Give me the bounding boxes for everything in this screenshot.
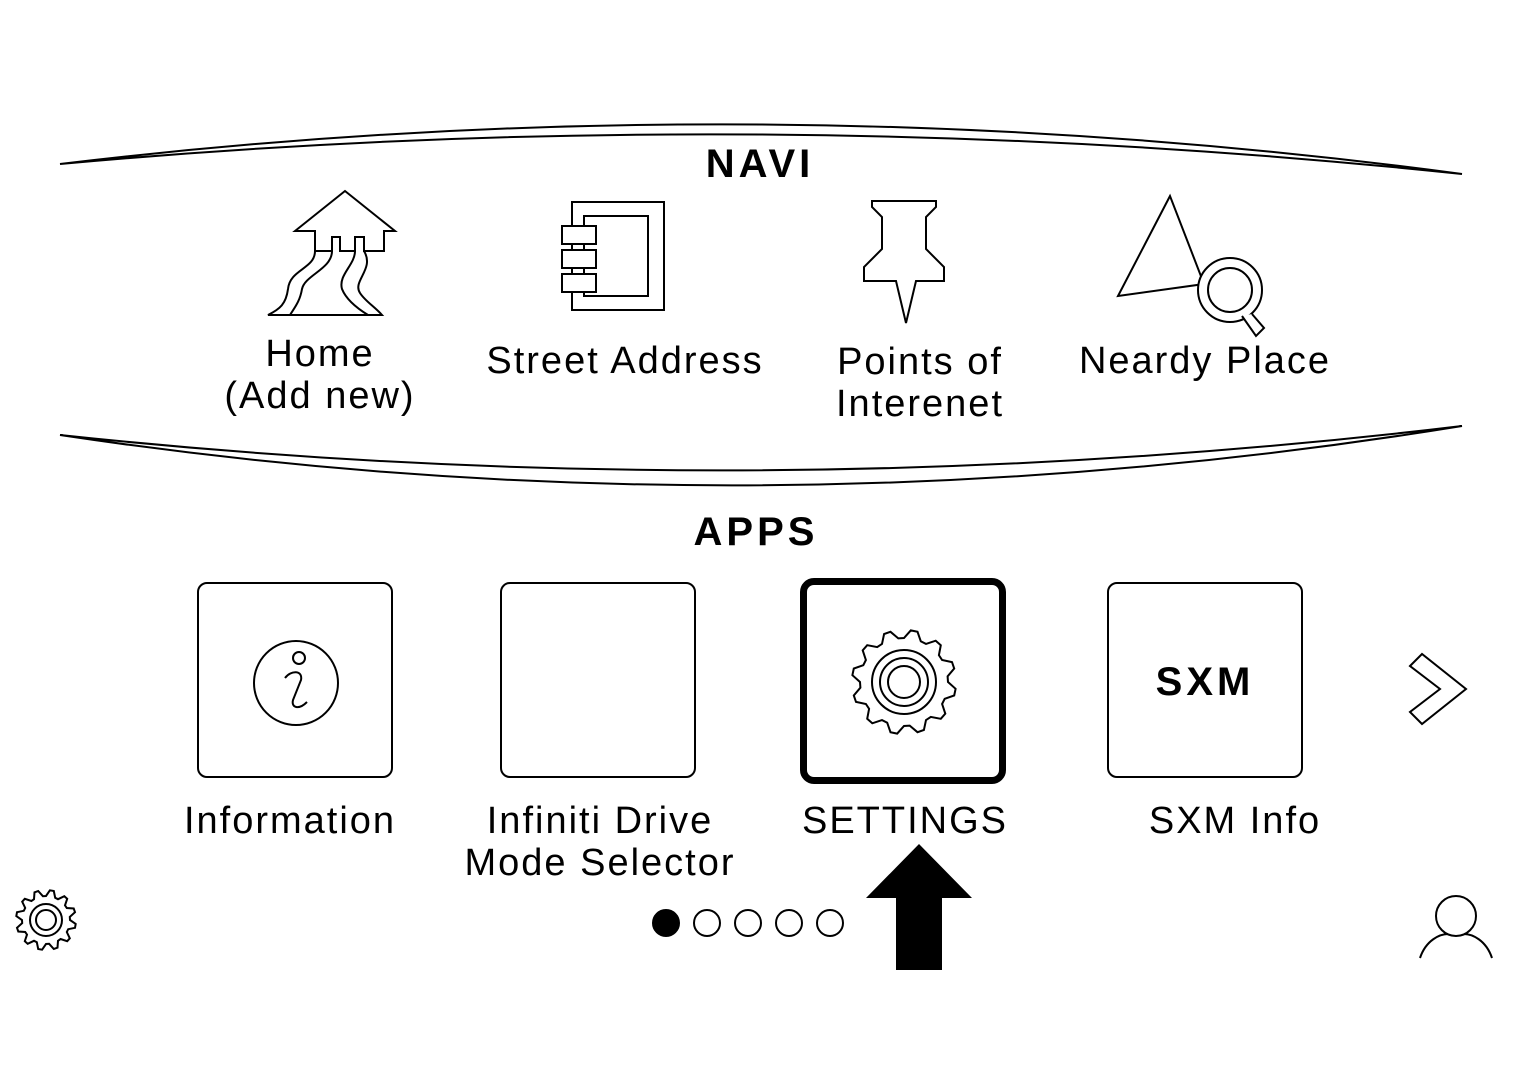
- page-dot-2[interactable]: [693, 909, 721, 937]
- pushpin-icon: [863, 200, 945, 324]
- home-road-icon: [267, 189, 398, 316]
- apps-title: APPS: [693, 510, 819, 554]
- app-tile-sxm-info[interactable]: SXM: [1107, 582, 1303, 778]
- app-label-drive-mode-selector: Infiniti Drive Mode Selector: [464, 800, 736, 884]
- navi-item-street-address-label: Street Address: [486, 340, 764, 382]
- page-dot-1[interactable]: [652, 909, 680, 937]
- navi-item-nearby-place[interactable]: Neardy Place: [1060, 190, 1350, 400]
- navi-item-home[interactable]: Home (Add new): [210, 185, 430, 425]
- navi-frame: [59, 123, 1463, 487]
- navi-item-points-of-interest-label: Points of Interenet: [836, 341, 1004, 425]
- settings-gear-icon[interactable]: [14, 888, 78, 952]
- app-label-settings: SETTINGS: [801, 800, 1009, 842]
- gear-icon: [851, 629, 957, 735]
- navi-item-street-address[interactable]: Street Address: [465, 195, 785, 395]
- navi-item-points-of-interest[interactable]: Points of Interenet: [810, 195, 1030, 435]
- chevron-right-icon[interactable]: [1408, 652, 1468, 726]
- navi-item-nearby-place-label: Neardy Place: [1078, 340, 1332, 382]
- navi-item-home-label: Home (Add new): [224, 333, 416, 417]
- navi-title: NAVI: [705, 142, 815, 186]
- address-book-icon: [561, 201, 665, 311]
- nearby-search-icon: [1116, 193, 1266, 338]
- app-tile-information[interactable]: [197, 582, 393, 778]
- page-dot-3[interactable]: [734, 909, 762, 937]
- app-tile-settings[interactable]: [800, 578, 1006, 784]
- app-label-information: Information: [183, 800, 397, 842]
- pointer-arrow: [866, 844, 972, 970]
- page-dot-5[interactable]: [816, 909, 844, 937]
- info-icon: [253, 640, 339, 726]
- page-dot-4[interactable]: [775, 909, 803, 937]
- app-label-sxm-info: SXM Info: [1148, 800, 1322, 842]
- user-profile-icon[interactable]: [1418, 892, 1494, 962]
- sxm-logo-text: SXM: [1155, 660, 1255, 704]
- app-tile-drive-mode-selector[interactable]: [500, 582, 696, 778]
